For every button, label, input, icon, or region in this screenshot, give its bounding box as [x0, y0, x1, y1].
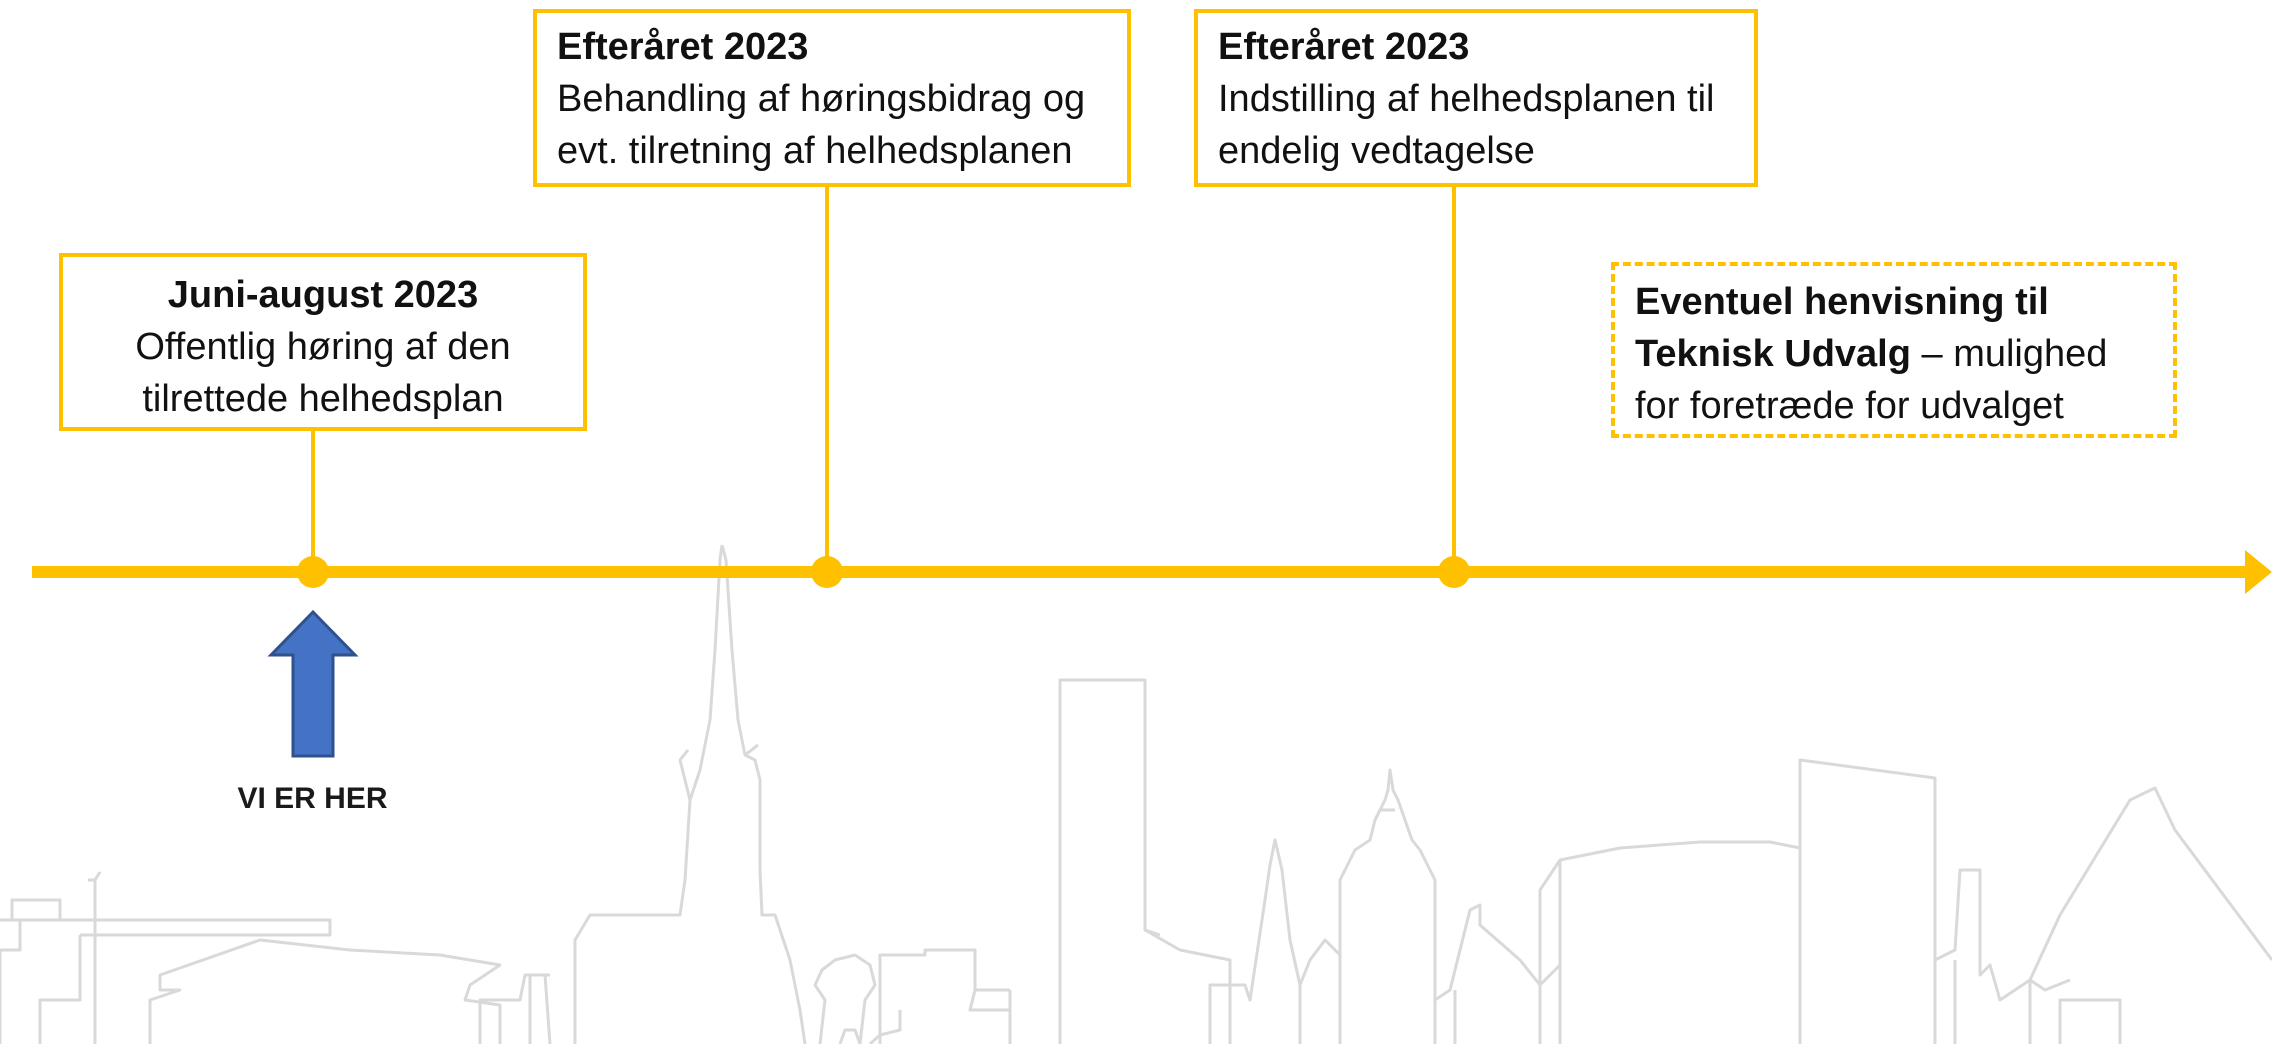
event-date: Efteråret 2023 [1218, 26, 1470, 68]
event-description-line: Offentlig høring af den [135, 326, 511, 368]
event-description-line: for foretræde for udvalget [1635, 385, 2064, 427]
event-description-line: Indstilling af helhedsplanen til [1218, 78, 1715, 120]
event-box-eventuel-henvisning: Eventuel henvisning til Teknisk Udvalg –… [1611, 262, 2177, 438]
timeline-dot-efteraar2 [1438, 556, 1470, 588]
timeline-connectors [311, 187, 1456, 572]
timeline-dot-efteraar1 [811, 556, 843, 588]
timeline-dot-juni [297, 556, 329, 588]
event-box-efteraaret-indstilling: Efteråret 2023 Indstilling af helhedspla… [1194, 9, 1758, 187]
event-description-line: endelig vedtagelse [1218, 130, 1535, 172]
event-date: Juni-august 2023 [167, 274, 479, 316]
event-description-line: evt. tilretning af helhedsplanen [557, 130, 1073, 172]
current-position-label: VI ER HER [237, 782, 388, 815]
event-description-line: tilrettede helhedsplan [142, 378, 504, 420]
event-description-bold: Eventuel henvisning til [1635, 281, 2049, 323]
event-description-bold: Teknisk Udvalg [1635, 333, 1911, 375]
timeline-arrowhead [2245, 550, 2272, 594]
event-description-text: – mulighed [1910, 333, 2108, 375]
event-description-line: Behandling af høringsbidrag og [557, 78, 1086, 120]
event-box-efteraaret-behandling: Efteråret 2023 Behandling af høringsbidr… [533, 9, 1131, 187]
event-date: Efteråret 2023 [557, 26, 809, 68]
event-box-juni-august: Juni-august 2023 Offentlig høring af den… [59, 253, 587, 431]
current-position-arrow-icon [267, 609, 359, 758]
event-description-line: Teknisk Udvalg – mulighed [1635, 328, 2153, 380]
